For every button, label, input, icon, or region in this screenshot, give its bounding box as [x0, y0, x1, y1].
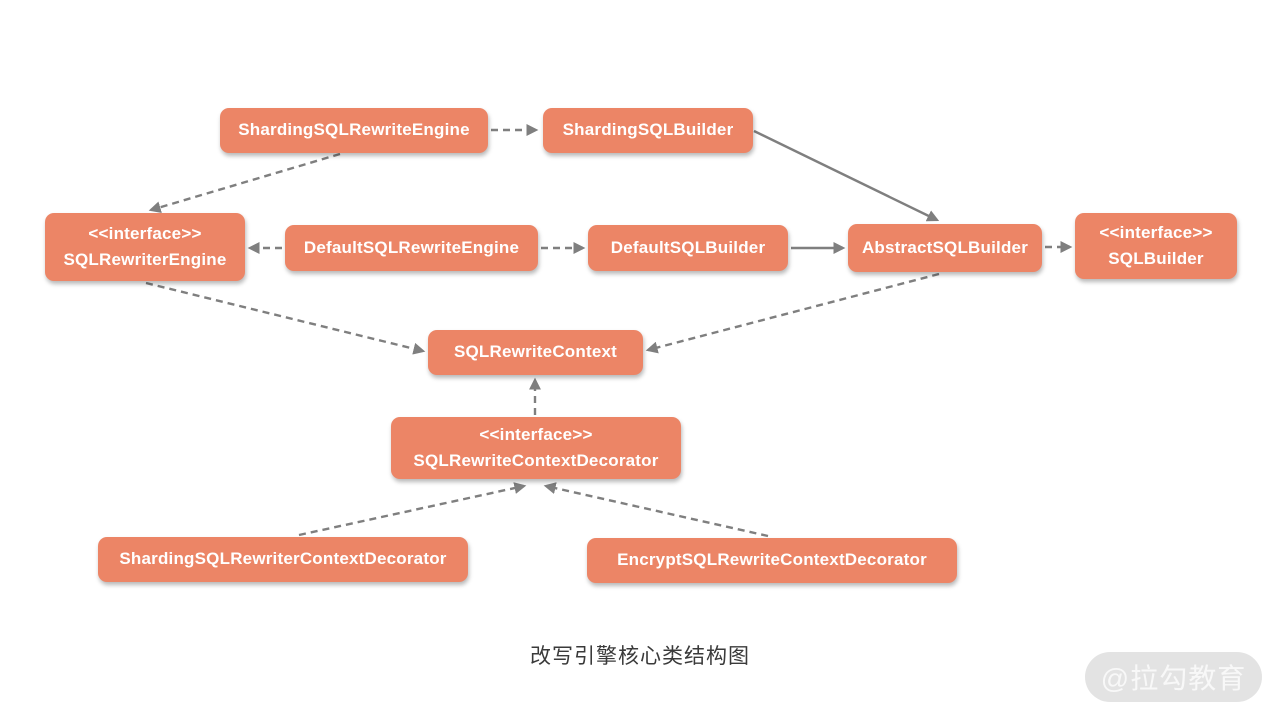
class-node-default-sql-builder: DefaultSQLBuilder [588, 225, 788, 271]
class-node-label: SQLRewriterEngine [63, 250, 227, 269]
class-node-label: ShardingSQLRewriterContextDecorator [119, 549, 447, 569]
class-node-label: DefaultSQLRewriteEngine [303, 237, 520, 257]
class-node-label: ShardingSQLRewriteEngine [238, 120, 470, 140]
class-node-sharding-sql-builder: ShardingSQLBuilder [543, 108, 753, 153]
watermark-text: @拉勾教育 [1100, 663, 1247, 694]
class-node-label: ShardingSQLBuilder [562, 120, 734, 140]
edge-abstract-sql-builder-to-sql-rewrite-context [645, 272, 940, 354]
class-node-label: <<interface>> [88, 223, 202, 243]
class-node-label: EncryptSQLRewriteContextDecorator [617, 550, 927, 570]
class-node-label: SQLRewriteContextDecorator [413, 451, 659, 470]
watermark-badge: @拉勾教育 [1085, 652, 1262, 702]
class-node-label: DefaultSQLBuilder [610, 237, 766, 257]
class-node-encrypt-sql-rewrite-context-decorator: EncryptSQLRewriteContextDecorator [587, 538, 957, 583]
class-node-label: AbstractSQLBuilder [861, 237, 1029, 257]
class-node-label: SQLRewriteContext [453, 342, 618, 362]
edge-sharding-sql-rewrite-engine-to-sql-rewriter-engine-interface [148, 152, 341, 214]
class-node-sql-rewrite-context-decorator-interface: <<interface>> SQLRewriteContextDecorator [391, 417, 681, 479]
class-node-label: SQLBuilder [1108, 249, 1204, 268]
class-node-sharding-sql-rewrite-engine: ShardingSQLRewriteEngine [220, 108, 488, 153]
class-node-label: <<interface>> [1099, 222, 1213, 242]
edge-sql-rewriter-engine-interface-to-sql-rewrite-context [145, 281, 426, 355]
class-node-default-sql-rewrite-engine: DefaultSQLRewriteEngine [285, 225, 538, 271]
edge-encrypt-sql-rewrite-context-decorator-to-sql-rewrite-context-decorator-interface [543, 482, 769, 538]
class-node-sharding-sql-rewriter-context-decorator: ShardingSQLRewriterContextDecorator [98, 537, 468, 582]
edge-sharding-sql-builder-to-abstract-sql-builder [753, 129, 940, 222]
class-node-sql-builder-interface: <<interface>> SQLBuilder [1075, 213, 1237, 279]
diagram-caption: 改写引擎核心类结构图 [530, 645, 750, 668]
class-node-sql-rewriter-engine-interface: <<interface>> SQLRewriterEngine [45, 213, 245, 281]
class-node-sql-rewrite-context: SQLRewriteContext [428, 330, 643, 375]
class-node-label: <<interface>> [479, 424, 593, 444]
class-node-abstract-sql-builder: AbstractSQLBuilder [848, 224, 1042, 272]
edge-sharding-sql-rewriter-context-decorator-to-sql-rewrite-context-decorator-interface [298, 482, 527, 537]
